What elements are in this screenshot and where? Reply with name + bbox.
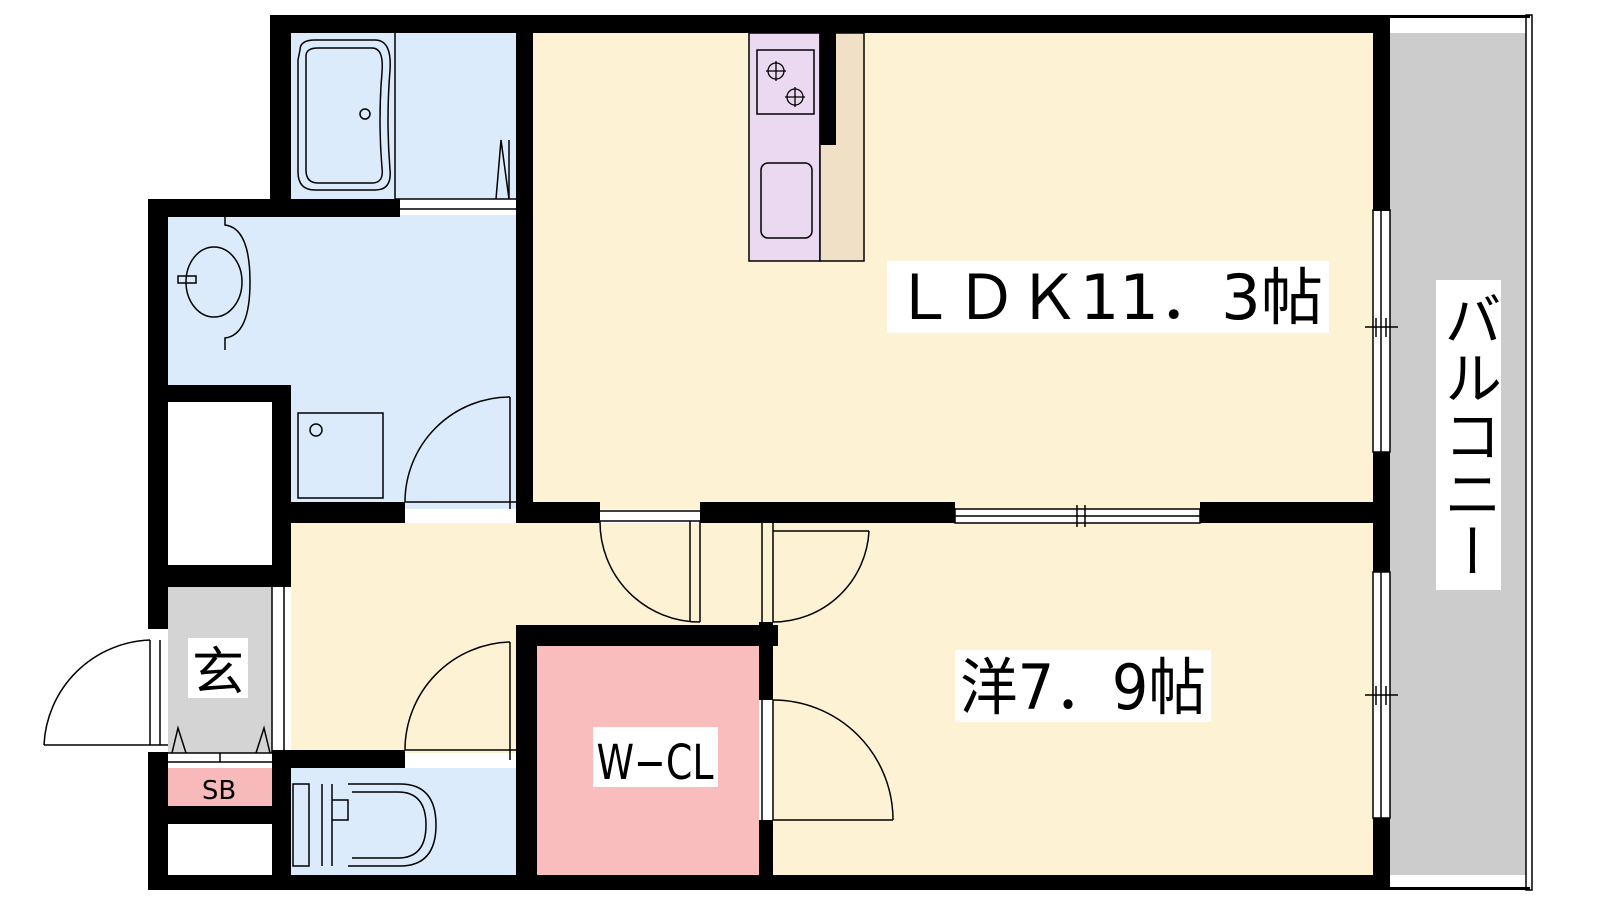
bath-door [395, 139, 516, 210]
toilet-door [404, 641, 516, 760]
hallway-floor-lower [291, 631, 520, 753]
washroom-floor-lower [291, 385, 516, 509]
wall [272, 385, 291, 572]
walls [148, 15, 1530, 890]
wall [516, 625, 537, 885]
wall [168, 806, 272, 824]
wall [148, 199, 400, 217]
wall [1200, 502, 1390, 523]
wall [168, 565, 291, 587]
wall [1390, 887, 1530, 890]
western-balcony-window [1365, 571, 1398, 819]
wcl-label-bg [593, 727, 718, 787]
ldk-label-bg [887, 261, 1329, 333]
wcl-door [761, 699, 894, 821]
balcony-label-bg [1436, 280, 1501, 590]
wall [272, 750, 291, 885]
western-room-door [761, 523, 870, 623]
wall [272, 750, 405, 768]
wall [700, 502, 955, 523]
wall [1373, 818, 1390, 890]
ldk-label: ＬＤＫ11．3帖 [893, 261, 1323, 334]
western-room-label: 洋7．9帖 [960, 651, 1206, 724]
entrance-door [43, 639, 168, 746]
wall [759, 820, 773, 880]
wall [516, 625, 778, 646]
bathroom-floor [291, 33, 516, 199]
kitchen-sink [760, 162, 813, 239]
shoe-box-floor [168, 768, 272, 806]
shoe-box-label: SB [202, 776, 236, 806]
lower-storage-floor [168, 824, 272, 875]
fixtures [43, 33, 894, 867]
wall [291, 502, 405, 523]
entrance-label: 玄 [192, 643, 244, 703]
wall [148, 752, 168, 890]
washroom-door [404, 396, 516, 509]
wall [516, 502, 600, 523]
wall [168, 385, 291, 402]
room-labels: ＬＤＫ11．3帖 洋7．9帖 W−CL 玄 SB バルコニー [188, 261, 1502, 806]
ldk-door [599, 510, 701, 623]
stove-burner-icon [785, 87, 805, 107]
wall [759, 622, 773, 700]
wall [148, 875, 1390, 890]
wall [516, 15, 533, 509]
kitchen-partition-wall [820, 33, 836, 145]
hallway-floor [291, 523, 773, 631]
entrance-label-bg [188, 638, 248, 698]
wcl-label: W−CL [597, 735, 714, 791]
washing-machine-pan-icon [297, 412, 384, 499]
western-label-bg [955, 650, 1211, 722]
stove [756, 49, 815, 115]
washroom-floor [168, 215, 516, 385]
shoe-box-doors [168, 725, 272, 763]
toilet-icon [292, 783, 437, 867]
bathtub-icon [297, 39, 391, 191]
balcony-rail [1525, 14, 1533, 891]
wall [148, 199, 168, 629]
wall [1373, 15, 1390, 211]
ldk-sliding-door [954, 505, 1201, 527]
stove-burner-icon [766, 61, 786, 81]
storage-floor [168, 400, 272, 565]
wall [270, 15, 291, 215]
balcony-label: バルコニー [1434, 290, 1502, 580]
wall [270, 15, 1390, 33]
wall [1390, 15, 1530, 18]
kitchen [748, 32, 865, 262]
washbasin-icon [177, 215, 251, 350]
